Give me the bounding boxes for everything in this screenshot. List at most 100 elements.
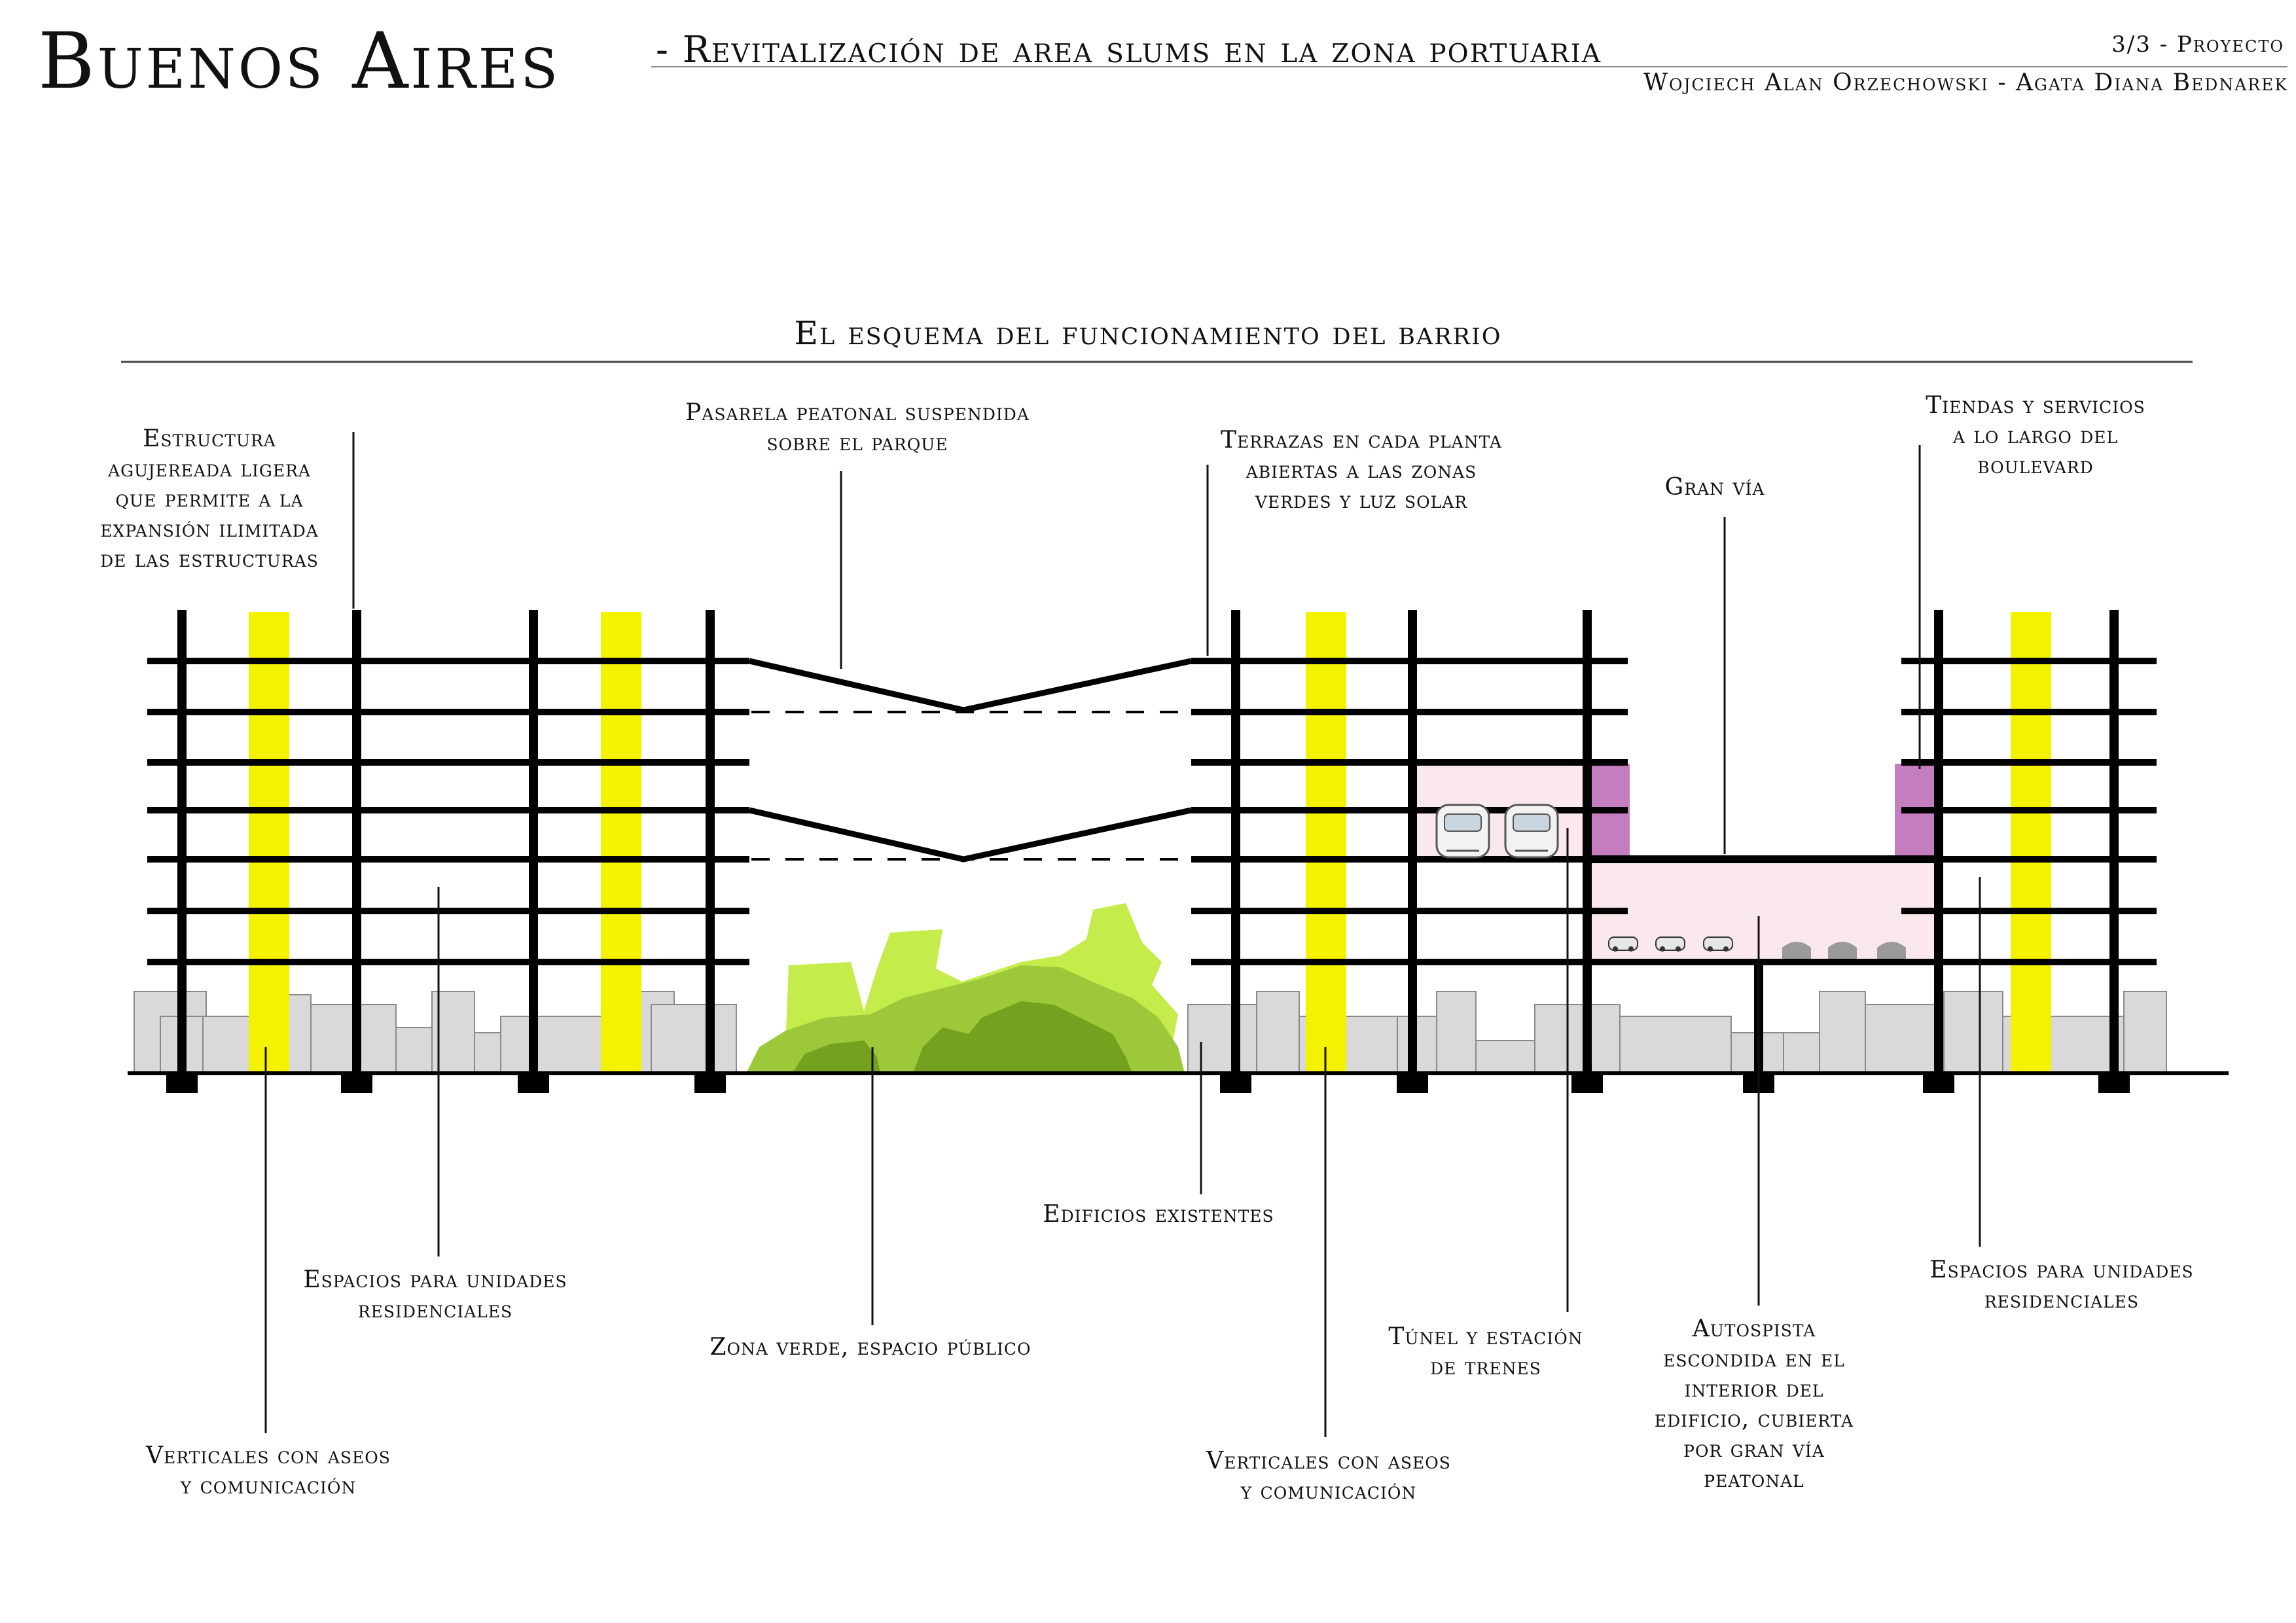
existing-building [1865,1004,1945,1074]
existing-building [1436,991,1477,1074]
ground-line [128,1071,2229,1075]
vertical-cores [249,612,2051,1073]
car-icon [1703,936,1733,952]
floor-slab [1901,959,2157,965]
label-verticales-mid: Verticales con aseos y comunicación [1206,1448,1451,1505]
column-footing [166,1073,198,1093]
column-footing [1923,1073,1954,1093]
floor-slab [1901,658,2157,664]
car-wheel [1613,946,1618,952]
footbridge [748,807,1192,863]
page-subtitle: - Revitalización de area slums en la zon… [656,29,1602,71]
vehicles [1435,804,1906,959]
label-gran-via: Gran vía [1664,474,1765,501]
floor-slab [147,709,749,715]
label-pasarela: Pasarela peatonal suspendida sobre el pa… [685,399,1030,456]
vertical-core [2011,612,2051,1073]
car-icon [1655,936,1685,952]
floor-slab [1901,908,2157,914]
existing-building [1256,991,1300,1074]
column-footing [1571,1073,1603,1093]
column-footing [2098,1073,2130,1093]
label-edificios: Edificios existentes [1043,1201,1274,1228]
floor-slab [147,759,749,766]
column-footing [518,1073,549,1093]
label-espacios-right: Espacios para unidades residenciales [1929,1257,2194,1313]
column-footing [1397,1073,1428,1093]
vertical-core [1306,612,1346,1073]
floor-slab [147,807,749,813]
car-wheel [1708,946,1713,952]
footbridge [748,658,1192,713]
car-wheel [1628,946,1634,952]
existing-building [202,1016,253,1074]
column-footing [1220,1073,1251,1093]
page-title: Buenos Aires [38,16,561,106]
column [2109,610,2119,1073]
vertical-core [249,612,289,1073]
train-icon [1435,804,1490,859]
existing-buildings [134,991,2167,1074]
gran-via-slab [1584,855,1941,863]
vertical-core [601,612,641,1073]
floor-slab [1901,759,2157,766]
existing-building [395,1027,433,1074]
diagram-title: El esquema del funcionamiento del barrio [794,314,1502,352]
existing-building [1819,991,1866,1074]
park-foliage-dark [792,1041,880,1073]
leader-lines [264,432,1981,1437]
existing-building [1943,991,2003,1074]
existing-building [1534,1004,1621,1074]
train-icon [1504,804,1559,859]
car-wheel [1723,946,1729,952]
column [1583,610,1592,1073]
car-icon [1608,936,1638,952]
existing-building [2123,991,2167,1074]
column [1408,610,1417,1073]
existing-building [500,1016,603,1074]
existing-building [1475,1040,1535,1074]
existing-building [651,1004,737,1074]
floor-slab [147,959,749,965]
label-terrazas: Terrazas en cada planta abiertas a las z… [1221,427,1502,514]
label-verticales-left: Verticales con aseos y comunicación [146,1442,391,1499]
column-footing [341,1073,372,1093]
park-foliage-dark [913,1001,1132,1073]
column [529,610,538,1073]
car-icon [1877,942,1906,959]
existing-building [1783,1032,1820,1074]
train-window [1513,813,1551,832]
sheet-number: 3/3 - Proyecto [2111,31,2284,58]
label-espacios-left: Espacios para unidades residenciales [303,1266,567,1323]
floor-slab [1901,856,2157,863]
structure-frame [128,610,2229,1093]
column-footing [694,1073,726,1093]
label-autopista: Autospista escondida en el interior del … [1654,1315,1854,1493]
authors: Wojciech Alan Orzechowski - Agata Diana … [1643,69,2288,96]
column [1231,610,1240,1073]
highway-zone [1586,859,1939,962]
existing-building [474,1032,501,1074]
car-wheel [1676,946,1681,952]
label-zona-verde: Zona verde, espacio público [709,1334,1031,1361]
floor-slab [1901,709,2157,715]
car-icon [1782,942,1811,959]
floor-slab [147,658,749,664]
label-tiendas: Tiendas y servicios a lo largo del boule… [1926,392,2145,479]
train-window [1444,813,1482,832]
label-estructura: Estructura agujereada ligera que permite… [100,425,319,573]
label-tunel: Túnel y estación de trenes [1388,1323,1583,1380]
green-park [746,903,1185,1073]
column [352,610,361,1073]
column [177,610,187,1073]
column [1934,610,1943,1073]
floor-slab [147,908,749,914]
floor-slab [1901,807,2157,813]
floor-slab [147,856,749,863]
car-icon [1828,942,1857,959]
existing-building [1397,1016,1444,1074]
existing-building [1187,1004,1257,1074]
car-wheel [1660,946,1665,952]
